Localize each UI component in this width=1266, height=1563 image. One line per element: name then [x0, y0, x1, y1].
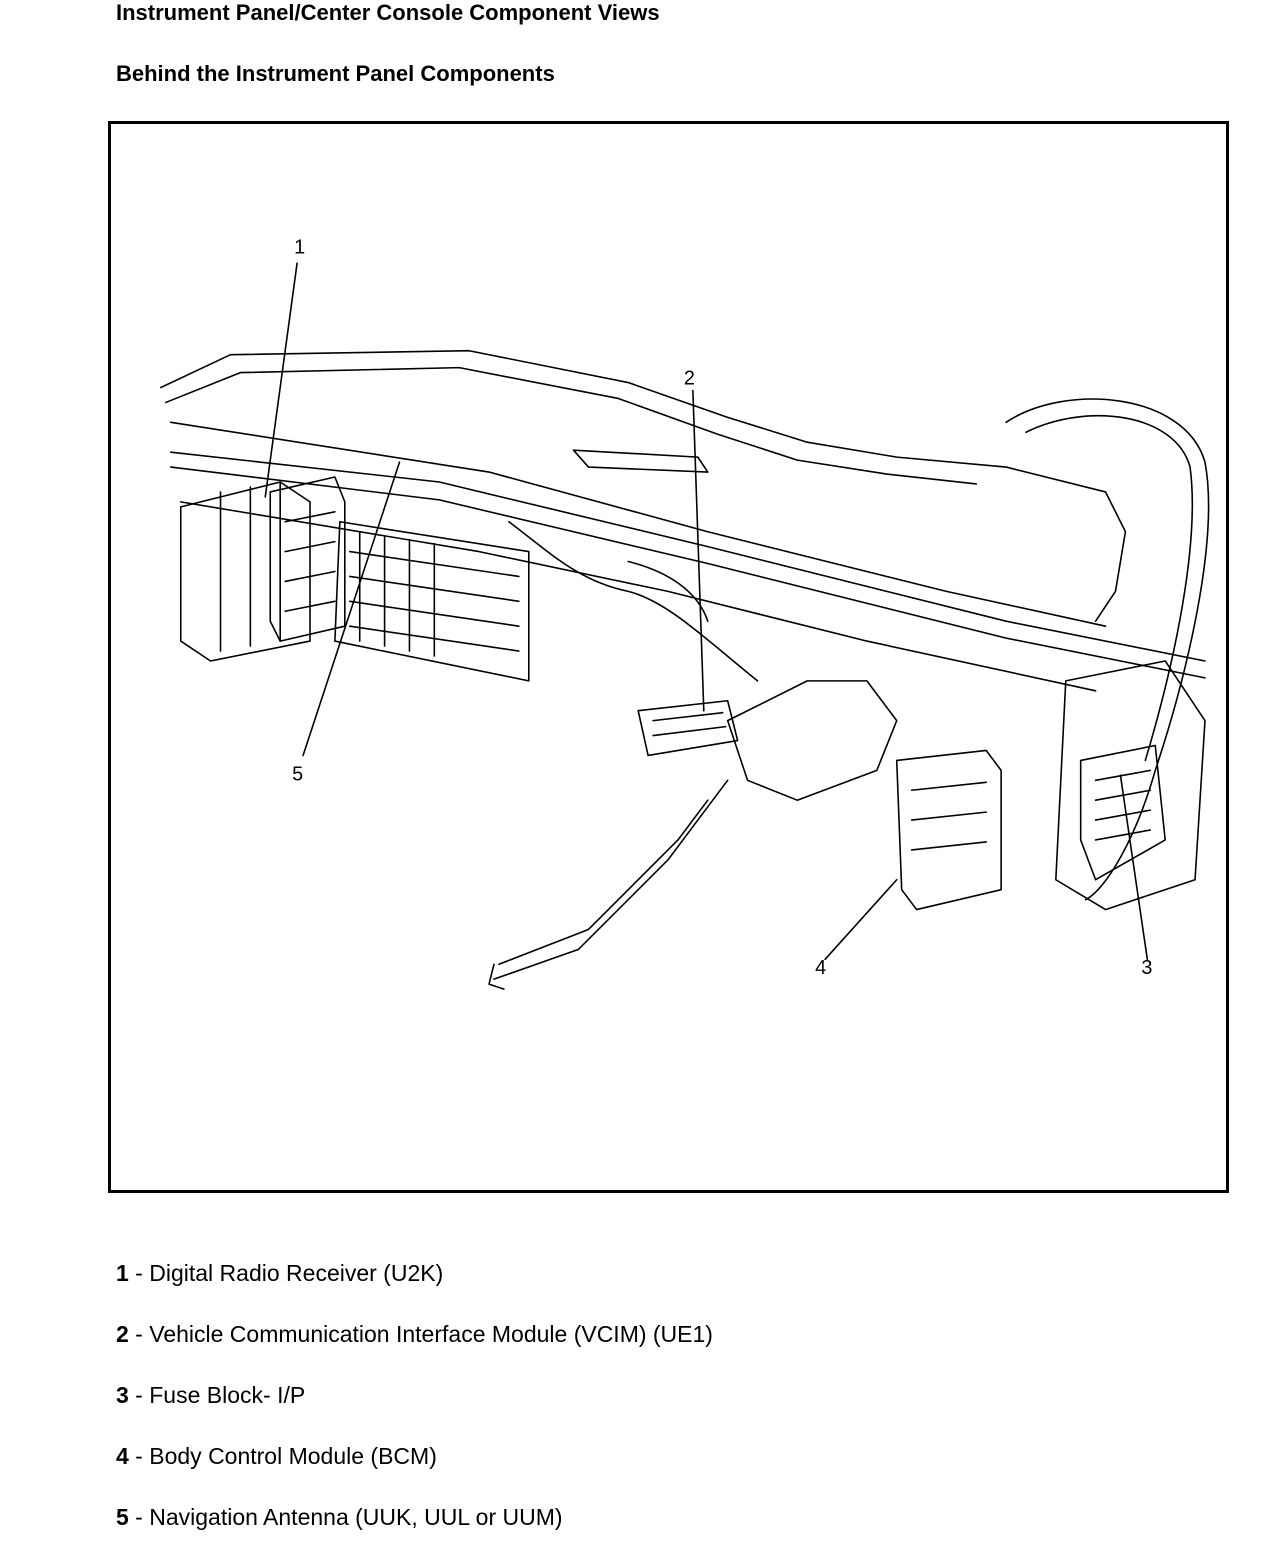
legend-separator: -: [128, 1443, 150, 1469]
legend-number: 4: [116, 1443, 129, 1469]
section-subtitle: Behind the Instrument Panel Components: [116, 61, 555, 86]
callout-1: 1: [294, 236, 305, 258]
legend-text: Vehicle Communication Interface Module (…: [149, 1321, 713, 1347]
legend-separator: -: [128, 1504, 150, 1530]
dash-top-pad: [160, 349, 1127, 622]
left-bracket: [179, 481, 311, 662]
dash-top-edge: [165, 366, 978, 485]
leader-line-1: [264, 262, 298, 498]
callout-3: 3: [1141, 957, 1152, 979]
legend-number: 5: [116, 1504, 129, 1530]
cross-car-beam-lower: [170, 466, 1206, 679]
dash-lower-rail: [179, 501, 1097, 692]
leader-line-3: [1119, 774, 1149, 961]
right-bracket: [1055, 660, 1206, 911]
page-title: Instrument Panel/Center Console Componen…: [116, 0, 660, 25]
legend-number: 1: [116, 1260, 129, 1286]
legend-item: 3 - Fuse Block- I/P: [116, 1380, 713, 1441]
legend-separator: -: [128, 1321, 150, 1347]
legend-text: Fuse Block- I/P: [149, 1382, 306, 1408]
leader-line-4: [824, 878, 898, 961]
legend-text: Body Control Module (BCM): [149, 1443, 437, 1469]
callout-4: 4: [815, 957, 826, 979]
steering-wheel: [1005, 398, 1210, 901]
callout-5: 5: [292, 763, 303, 785]
leader-line-5: [302, 461, 401, 757]
bcm-module: [895, 749, 1002, 911]
vcim-module: [637, 699, 739, 757]
legend-number: 3: [116, 1382, 129, 1408]
hvac-duct: [334, 520, 530, 682]
steering-column: [726, 680, 898, 801]
legend-item: 2 - Vehicle Communication Interface Modu…: [116, 1319, 713, 1380]
component-legend: 1 - Digital Radio Receiver (U2K) 2 - Veh…: [116, 1258, 713, 1563]
legend-item: 1 - Digital Radio Receiver (U2K): [116, 1258, 713, 1319]
legend-number: 2: [116, 1321, 129, 1347]
defrost-vent: [572, 449, 709, 473]
leader-line-2: [692, 389, 705, 712]
dash-bottom-edge: [170, 421, 1107, 627]
steering-shaft: [493, 779, 729, 980]
diagram-frame: 1 2 3 4 5: [108, 121, 1229, 1193]
legend-item: 5 - Navigation Antenna (UUK, UUL or UUM): [116, 1502, 713, 1563]
legend-text: Digital Radio Receiver (U2K): [149, 1260, 444, 1286]
legend-item: 4 - Body Control Module (BCM): [116, 1441, 713, 1502]
legend-separator: -: [128, 1382, 150, 1408]
wiring-harness: [508, 520, 759, 682]
cross-car-beam: [170, 451, 1206, 662]
fuse-block: [1079, 744, 1166, 881]
callout-2: 2: [684, 368, 695, 390]
instrument-panel-illustration: 1 2 3 4 5: [160, 236, 1210, 990]
radio-receiver-module: [269, 476, 346, 642]
legend-separator: -: [128, 1260, 150, 1286]
legend-text: Navigation Antenna (UUK, UUL or UUM): [149, 1504, 563, 1530]
